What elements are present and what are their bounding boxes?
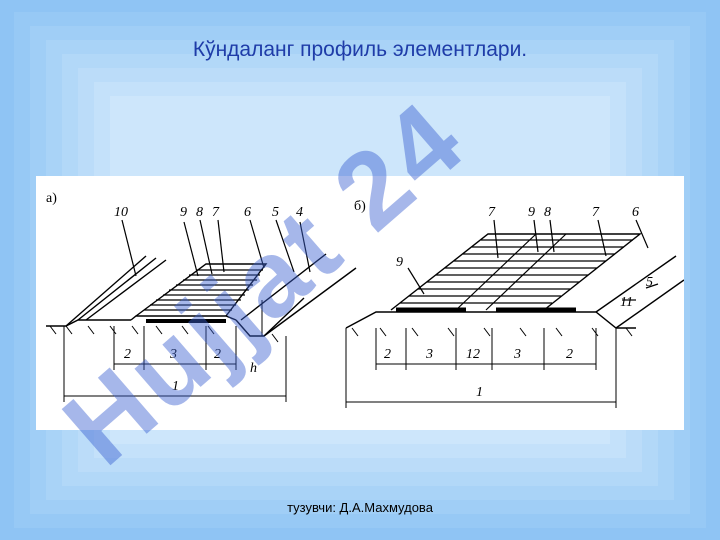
callout-b-7-left: 7 — [488, 205, 496, 220]
cross-section-drawing: а) — [46, 191, 684, 408]
callout-b-9-lower: 9 — [396, 255, 403, 270]
callout-b-7-right: 7 — [592, 205, 600, 220]
dim-b-12: 12 — [466, 347, 480, 362]
callout-b-9: 9 — [528, 205, 535, 220]
callout-a-10: 10 — [114, 205, 128, 220]
callout-a-5: 5 — [272, 205, 279, 220]
footer-credit: тузувчи: Д.А.Махмудова — [287, 500, 433, 515]
dim-b-2-right: 2 — [566, 347, 573, 362]
callout-b-5: 5 — [646, 275, 653, 290]
callout-b-6: 6 — [632, 205, 639, 220]
dim-a-2-right: 2 — [214, 347, 221, 362]
slide-title: Кўндаланг профиль элементлари. — [192, 38, 528, 61]
dim-a-h: h — [250, 361, 257, 376]
dim-b-2-left: 2 — [384, 347, 391, 362]
dim-b-3-left: 3 — [425, 347, 433, 362]
callout-a-8: 8 — [196, 205, 203, 220]
callout-b-11: 11 — [620, 295, 633, 310]
callout-a-4: 4 — [296, 205, 303, 220]
dim-a-1: 1 — [172, 379, 179, 394]
part-b-label: б) — [354, 199, 366, 214]
callout-a-7: 7 — [212, 205, 220, 220]
part-a-label: а) — [46, 191, 57, 206]
callout-a-6: 6 — [244, 205, 251, 220]
callout-b-8: 8 — [544, 205, 551, 220]
callout-a-9: 9 — [180, 205, 187, 220]
cross-section-figure: а) — [36, 176, 684, 430]
dim-a-3: 3 — [169, 347, 177, 362]
dim-b-1: 1 — [476, 385, 483, 400]
dim-b-3-right: 3 — [513, 347, 521, 362]
dim-a-2-left: 2 — [124, 347, 131, 362]
